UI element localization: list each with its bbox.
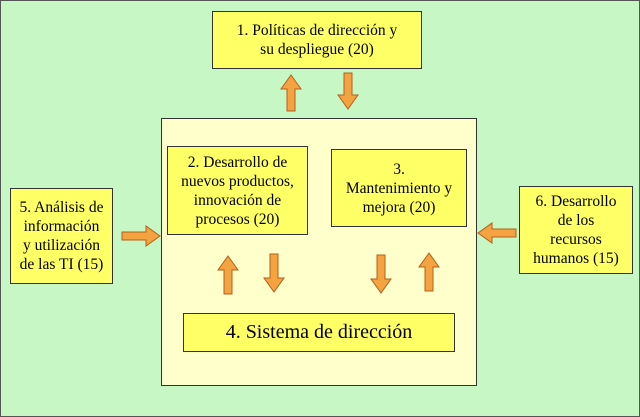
box-human-resources-line-3: recursos [550,231,602,248]
box-product-development-line-2: nuevos productos, [181,172,294,190]
box-management-system: 4. Sistema de dirección [183,313,455,352]
box-policies-line-2: su despliegue (20) [260,41,374,58]
box-product-development: 2. Desarrollo de nuevos productos, innov… [167,146,308,235]
box-policies: 1. Políticas de dirección y su despliegu… [212,11,422,69]
arrow-up-icon [280,74,302,112]
box-product-development-line-4: procesos (20) [195,210,280,228]
arrow-right-icon [121,225,161,247]
arrow-left-icon [477,222,517,244]
box-management-system-label: 4. Sistema de dirección [225,321,413,343]
box-maintenance: 3. Mantenimiento y mejora (20) [331,149,467,227]
box-maintenance-line-2: Mantenimiento y [345,179,453,197]
arrow-up-icon [217,255,239,295]
box-information-analysis: 5. Análisis de información y utilización… [10,188,113,284]
arrow-down-icon [337,72,359,110]
arrow-down-icon [263,253,285,293]
arrow-up-icon [418,252,440,292]
box-human-resources-line-1: 6. Desarrollo [535,193,617,210]
box-product-development-line-1: 2. Desarrollo de [187,153,288,171]
box-information-analysis-line-1: 5. Análisis de [19,199,104,216]
box-human-resources-line-2: de los [557,212,595,229]
box-product-development-line-3: innovación de [193,191,282,209]
box-maintenance-line-1: 3. [393,160,405,178]
box-maintenance-line-3: mejora (20) [362,198,436,216]
box-policies-line-1: 1. Políticas de dirección y [236,22,398,39]
box-information-analysis-line-2: información [23,218,100,235]
box-human-resources: 6. Desarrollo de los recursos humanos (1… [519,186,633,274]
box-information-analysis-line-3: y utilización [22,237,101,254]
box-human-resources-line-4: humanos (15) [533,250,619,267]
arrow-down-icon [370,254,392,294]
box-information-analysis-line-4: de las TI (15) [19,256,104,273]
